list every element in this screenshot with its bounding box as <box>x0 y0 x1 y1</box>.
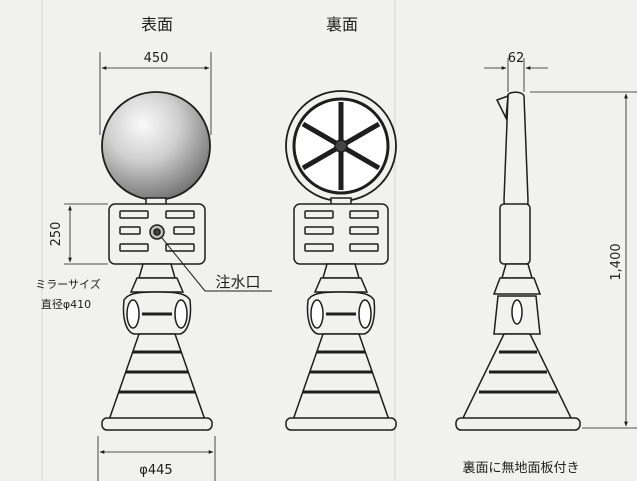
dim-base-diameter: φ445 <box>139 463 172 478</box>
front-cone <box>107 333 207 421</box>
side-cone <box>460 333 574 421</box>
label-water-inlet: 注水口 <box>215 273 260 291</box>
mirror <box>101 91 211 201</box>
dim-mirror-width: 450 <box>144 51 169 66</box>
dim-plate-height: 250 <box>49 222 64 247</box>
back-view <box>285 90 397 431</box>
side-view <box>455 58 637 431</box>
label-mirror-size-1: ミラーサイズ <box>35 277 100 291</box>
label-mirror-size-2: 直径φ410 <box>41 297 91 311</box>
dim-side-thickness: 62 <box>508 51 525 66</box>
front-view <box>64 52 272 481</box>
back-cone <box>291 333 391 421</box>
label-back-note: 裏面に無地面板付き <box>462 461 579 476</box>
dim-total-height: 1,400 <box>609 243 624 280</box>
front-view-title: 表面 <box>141 15 173 34</box>
back-view-title: 裏面 <box>326 15 358 34</box>
